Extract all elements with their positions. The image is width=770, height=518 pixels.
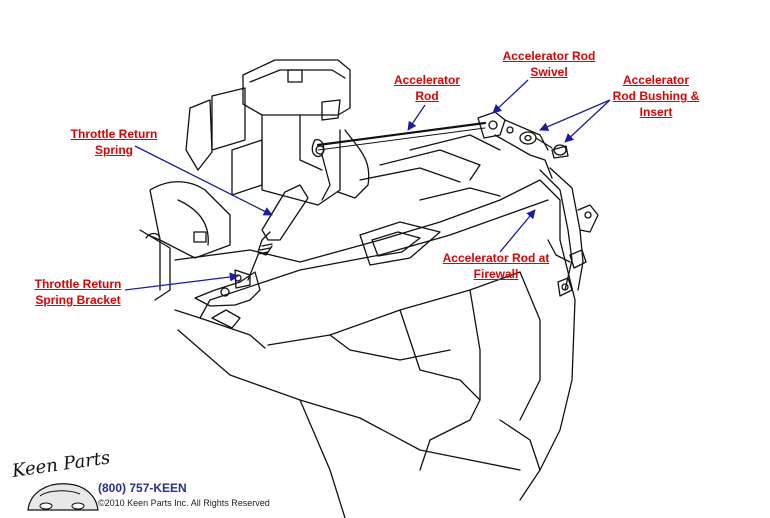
label-line: Accelerator Rod at [442, 251, 550, 265]
label-accelerator-rod[interactable]: Accelerator Rod [384, 72, 470, 104]
keen-parts-logo: Keen Parts [10, 452, 112, 511]
label-line: Insert [639, 105, 673, 119]
label-line: Firewall [473, 267, 519, 281]
label-line: Rod Bushing & [612, 89, 700, 103]
accelerator-rod-swivel [477, 111, 553, 179]
valve-cover-left [139, 181, 231, 301]
leader-line-bushing-1 [539, 99, 611, 131]
label-line: Swivel [530, 65, 568, 79]
label-line: Accelerator Rod [502, 49, 596, 63]
svg-text:Keen Parts: Keen Parts [10, 452, 112, 482]
accelerator-rod [311, 121, 487, 201]
label-line: Spring Bracket [35, 293, 121, 307]
label-line: Accelerator [393, 73, 461, 87]
label-line: Accelerator [622, 73, 690, 87]
label-throttle-return-spring[interactable]: Throttle Return Spring [62, 126, 166, 158]
label-accelerator-rod-bushing[interactable]: Accelerator Rod Bushing & Insert [606, 72, 706, 120]
leader-line-return-spring [134, 145, 273, 216]
label-line: Spring [95, 143, 133, 157]
leader-line-rod-firewall [499, 209, 536, 253]
accelerator-rod-firewall [539, 167, 599, 297]
label-line: Throttle Return [70, 127, 158, 141]
leader-line-accelerator-rod [407, 104, 426, 131]
label-accelerator-rod-swivel[interactable]: Accelerator Rod Swivel [489, 48, 609, 80]
leader-line-rod-swivel [492, 79, 529, 114]
carburetor-outline [185, 59, 370, 206]
label-line: Rod [415, 89, 439, 103]
copyright-text: ©2010 Keen Parts Inc. All Rights Reserve… [98, 498, 270, 508]
intake-manifold [174, 134, 576, 518]
leader-line-spring-bracket [124, 272, 239, 291]
label-line: Throttle Return [34, 277, 122, 291]
phone-number: (800) 757-KEEN [98, 481, 187, 495]
accelerator-rod-bushing [519, 131, 569, 159]
label-accelerator-rod-at-firewall[interactable]: Accelerator Rod at Firewall [436, 250, 556, 282]
label-throttle-return-spring-bracket[interactable]: Throttle Return Spring Bracket [26, 276, 130, 308]
leader-line-bushing-2 [564, 99, 611, 143]
